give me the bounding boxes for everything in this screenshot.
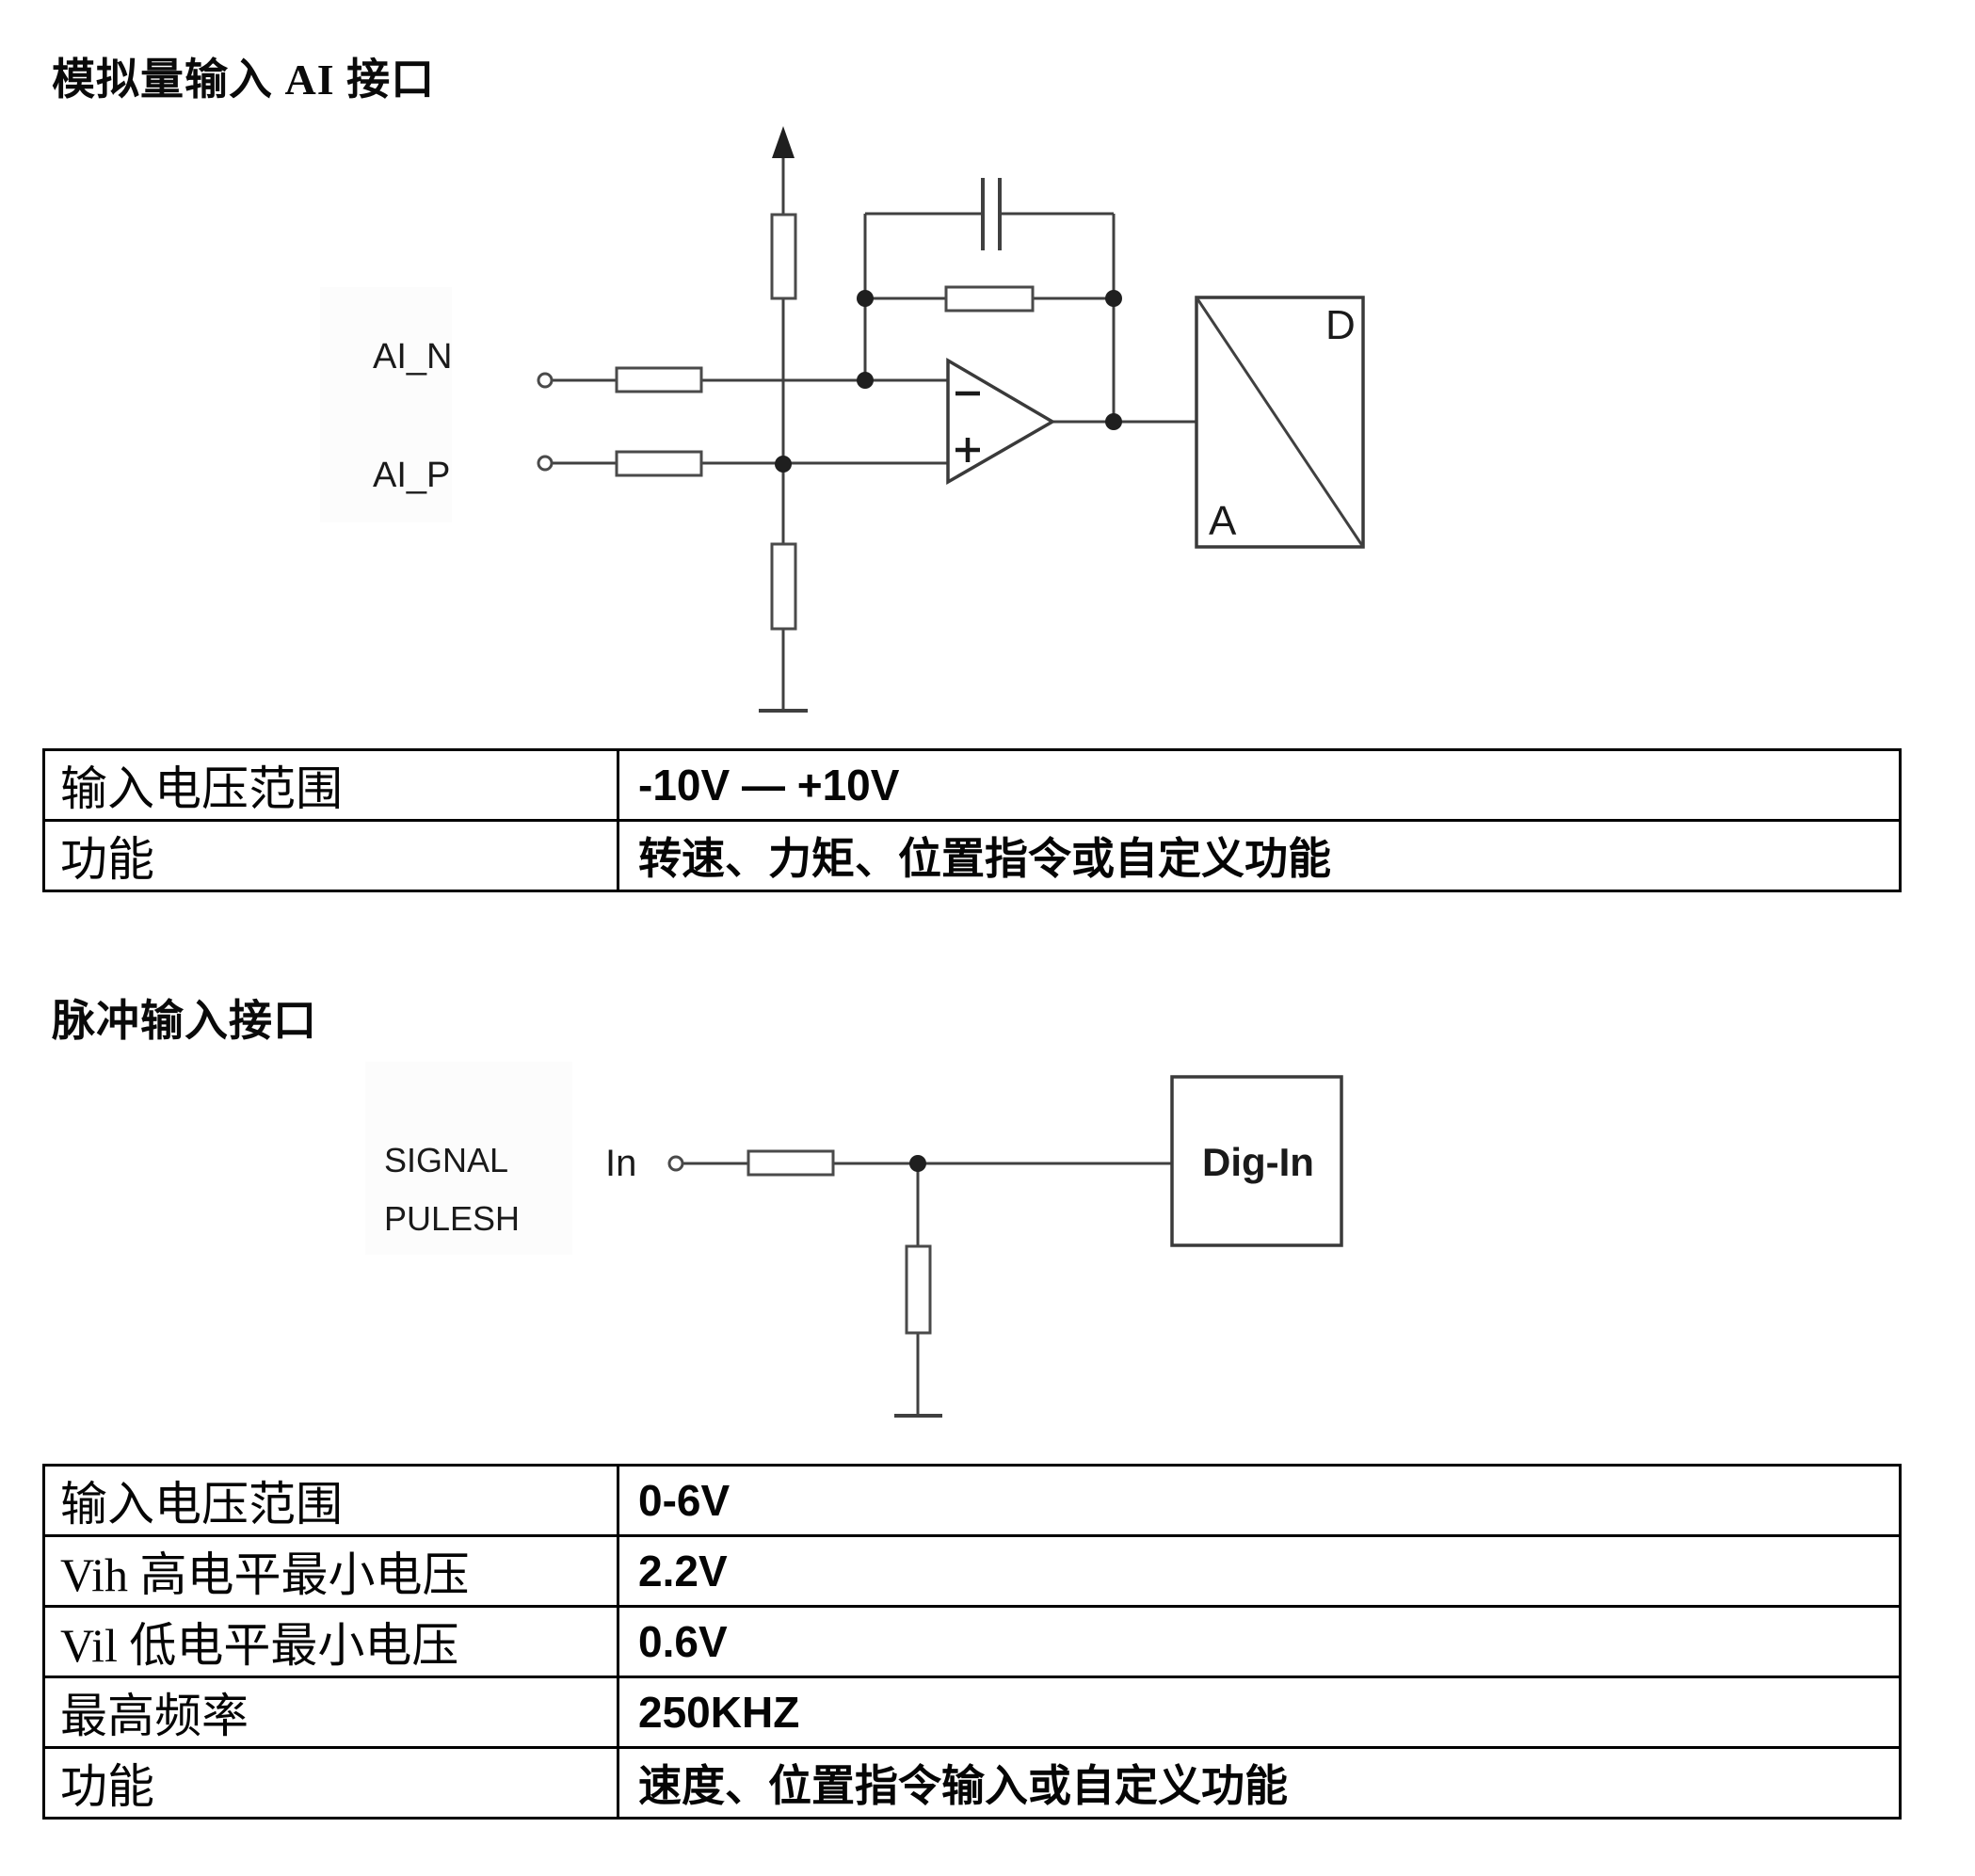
table-row: 输入电压范围 -10V — +10V (42, 748, 1902, 822)
label-background-block (320, 287, 452, 522)
junction-dot (1105, 290, 1122, 307)
resistor-pulldown (905, 1244, 932, 1335)
ai-p-label: AI_P (373, 456, 450, 495)
spec-value: 速度、位置指令输入或自定义功能 (617, 1746, 1902, 1820)
terminal-ai-n (537, 372, 554, 389)
junction-dot (909, 1155, 926, 1172)
dig-in-label: Dig-In (1202, 1140, 1314, 1184)
signal-label: SIGNAL (384, 1141, 508, 1179)
table-row: 输入电压范围 0-6V (42, 1464, 1902, 1537)
resistor-supply-bottom (770, 542, 797, 631)
section-heading-pulse-input: 脉冲输入接口 (52, 997, 317, 1045)
spec-label: Vil 低电平最小电压 (42, 1605, 619, 1678)
junction-dot (775, 456, 792, 473)
resistor-series (747, 1149, 835, 1177)
spec-value: 0.6V (617, 1605, 1902, 1678)
resistor-ai-n (615, 366, 703, 393)
pulse-input-circuit-diagram: Dig-In SIGNAL PULESH In (365, 1062, 1343, 1418)
ai-n-label: AI_N (373, 337, 452, 377)
adc-diagonal (1195, 297, 1365, 548)
dig-in-block (1170, 1075, 1343, 1247)
table-row: Vil 低电平最小电压 0.6V (42, 1605, 1902, 1678)
spec-label: 最高频率 (42, 1676, 619, 1749)
analog-input-spec-table: 输入电压范围 -10V — +10V 功能 转速、力矩、位置指令或自定义功能 (42, 748, 1902, 892)
pulesh-label: PULESH (384, 1199, 520, 1238)
spec-label: Vih 高电平最小电压 (42, 1534, 619, 1608)
section-heading-analog-input: 模拟量输入 AI 接口 (52, 56, 436, 104)
spec-value: 250KHZ (617, 1676, 1902, 1749)
spec-value: 2.2V (617, 1534, 1902, 1608)
table-row: 功能 转速、力矩、位置指令或自定义功能 (42, 819, 1902, 892)
resistor-feedback (944, 285, 1035, 313)
spec-value: 转速、力矩、位置指令或自定义功能 (617, 819, 1902, 892)
analog-input-circuit-diagram: D A AI_N AI_P (320, 126, 1365, 713)
pulse-input-spec-table: 输入电压范围 0-6V Vih 高电平最小电压 2.2V Vil 低电平最小电压… (42, 1464, 1902, 1820)
spec-value: -10V — +10V (617, 748, 1902, 822)
table-row: 最高频率 250KHZ (42, 1676, 1902, 1749)
spec-value: 0-6V (617, 1464, 1902, 1537)
junction-dot (857, 290, 874, 307)
adc-analog-label: A (1209, 498, 1237, 544)
in-label: In (605, 1143, 636, 1184)
terminal-in (667, 1155, 684, 1172)
resistor-supply-top (770, 213, 797, 300)
spec-label: 功能 (42, 819, 619, 892)
opamp-triangle (946, 357, 1056, 486)
table-row: Vih 高电平最小电压 2.2V (42, 1534, 1902, 1608)
label-background-block (365, 1062, 572, 1255)
spec-label: 功能 (42, 1746, 619, 1820)
spec-label: 输入电压范围 (42, 1464, 619, 1537)
resistor-ai-p (615, 450, 703, 477)
junction-dot (1105, 413, 1122, 430)
spec-label: 输入电压范围 (42, 748, 619, 822)
junction-dot (857, 372, 874, 389)
terminal-ai-p (537, 455, 554, 472)
adc-digital-label: D (1325, 302, 1356, 348)
table-row: 功能 速度、位置指令输入或自定义功能 (42, 1746, 1902, 1820)
arrow-up-icon (772, 126, 795, 158)
